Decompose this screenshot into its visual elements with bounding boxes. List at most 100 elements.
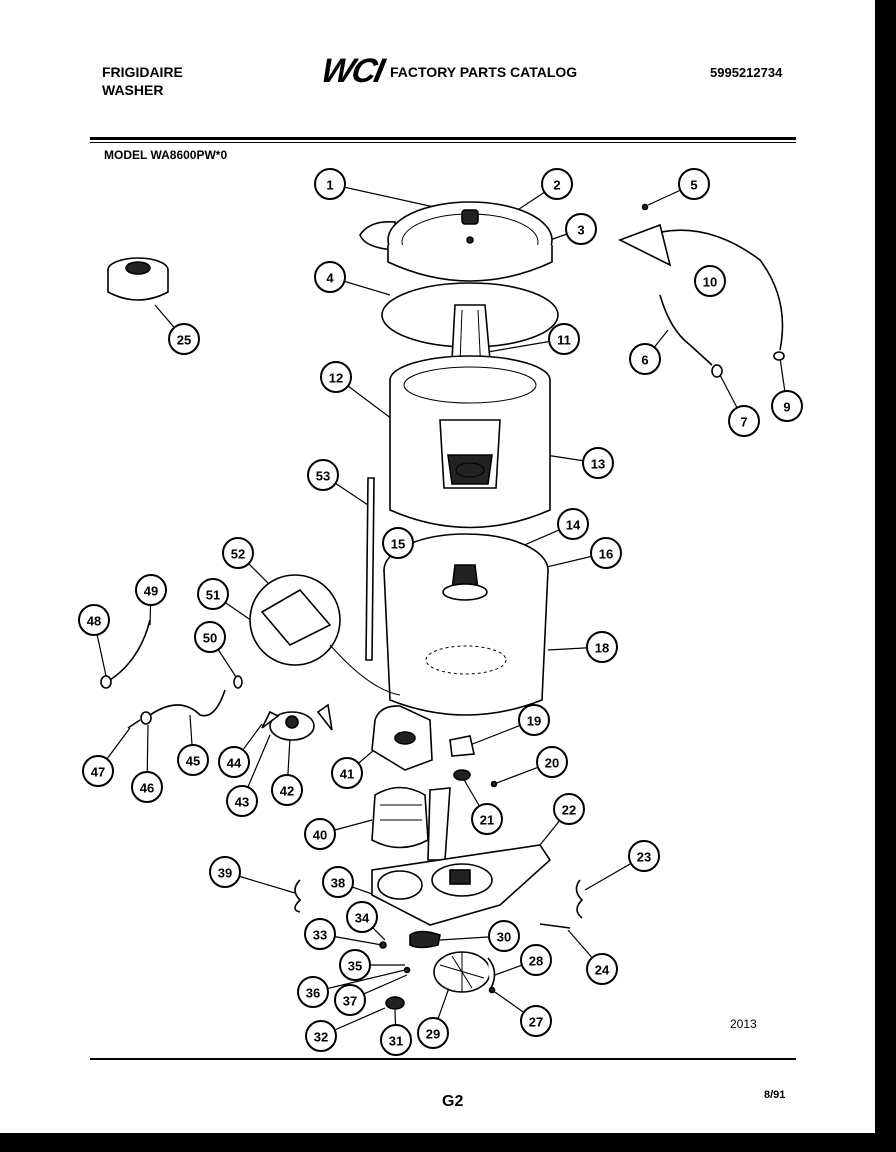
washer-ring-part	[773, 351, 785, 361]
callout-label: 42	[280, 784, 294, 799]
callout-label: 52	[231, 547, 245, 562]
callout-label: 25	[177, 333, 191, 348]
callout-circle	[307, 459, 339, 491]
callout-circle	[218, 746, 250, 778]
callout-29: 29	[417, 1017, 449, 1049]
switch-part	[449, 735, 475, 757]
callout-label: 13	[591, 457, 605, 472]
callout-label: 44	[227, 756, 242, 771]
callout-circle	[518, 704, 550, 736]
callout-label: 39	[218, 866, 232, 881]
callout-19: 19	[518, 704, 550, 736]
callout-39: 39	[209, 856, 241, 888]
callout-circle	[320, 361, 352, 393]
callout-13: 13	[582, 447, 614, 479]
callout-label: 14	[566, 518, 581, 533]
callout-label: 27	[529, 1015, 543, 1030]
callout-label: 24	[595, 963, 610, 978]
callout-label: 15	[391, 537, 405, 552]
callout-circle	[135, 574, 167, 606]
callout-label: 30	[497, 930, 511, 945]
callout-label: 9	[783, 400, 790, 415]
page-border-bottom	[0, 1133, 896, 1152]
callout-5: 5	[678, 168, 710, 200]
hose-clamp-part	[711, 364, 723, 378]
callout-circle	[334, 984, 366, 1016]
callout-circle	[678, 168, 710, 200]
callout-label: 4	[326, 271, 334, 286]
callout-circle	[471, 803, 503, 835]
callout-circle	[297, 976, 329, 1008]
callout-23: 23	[628, 840, 660, 872]
callout-43: 43	[226, 785, 258, 817]
callout-circle	[553, 793, 585, 825]
callout-circle	[209, 856, 241, 888]
base-plate-part	[371, 844, 552, 926]
page-border-right	[875, 0, 896, 1152]
callout-44: 44	[218, 746, 250, 778]
callout-4: 4	[314, 261, 346, 293]
callout-circle	[536, 746, 568, 778]
callout-label: 36	[306, 986, 320, 1001]
softener-dispenser-part	[107, 257, 169, 301]
callout-circle	[565, 213, 597, 245]
callout-circle	[590, 537, 622, 569]
callout-label: 37	[343, 994, 357, 1009]
callout-41: 41	[331, 757, 363, 789]
callout-label: 45	[186, 754, 200, 769]
callout-label: 23	[637, 850, 651, 865]
callout-34: 34	[346, 901, 378, 933]
callout-24: 24	[586, 953, 618, 985]
callout-label: 33	[313, 928, 327, 943]
callout-label: 10	[703, 275, 717, 290]
callout-circle	[346, 901, 378, 933]
callout-51: 51	[197, 578, 229, 610]
callout-label: 21	[480, 813, 494, 828]
callout-11: 11	[548, 323, 580, 355]
callout-circle	[380, 1024, 412, 1056]
clamp-47-part	[127, 719, 141, 729]
clutch-30-part	[409, 930, 441, 949]
callout-circle	[586, 953, 618, 985]
callout-circle	[226, 785, 258, 817]
callout-label: 28	[529, 954, 543, 969]
callout-circle	[304, 818, 336, 850]
callout-circle	[194, 621, 226, 653]
model-number: MODEL WA8600PW*0	[104, 148, 228, 162]
washer-37-part	[403, 966, 411, 974]
callout-35: 35	[339, 949, 371, 981]
callout-12: 12	[320, 361, 352, 393]
callout-52: 52	[222, 537, 254, 569]
pump-part	[261, 703, 333, 741]
bolt-33-part	[379, 941, 387, 949]
callout-circle	[520, 944, 552, 976]
callout-50: 50	[194, 621, 226, 653]
callout-6: 6	[629, 343, 661, 375]
callout-10: 10	[694, 265, 726, 297]
callout-27: 27	[520, 1005, 552, 1037]
appliance-type: WASHER	[102, 82, 164, 98]
callout-circle	[582, 447, 614, 479]
callout-label: 18	[595, 641, 609, 656]
callout-36: 36	[297, 976, 329, 1008]
parts-artwork	[100, 201, 785, 1010]
brand-block: FRIGIDAIRE WASHER	[102, 63, 183, 99]
callout-label: 31	[389, 1034, 403, 1049]
callout-circle	[322, 866, 354, 898]
washer-21-part	[453, 769, 471, 781]
callout-14: 14	[557, 508, 589, 540]
callout-3: 3	[565, 213, 597, 245]
hose-bracket-part	[618, 223, 672, 267]
screw-20-part	[490, 780, 498, 788]
pulley-part	[433, 951, 496, 993]
callout-20: 20	[536, 746, 568, 778]
callout-label: 11	[557, 333, 571, 348]
callout-25: 25	[168, 323, 200, 355]
callout-circle	[548, 323, 580, 355]
callout-circle	[382, 527, 414, 559]
callout-circle	[197, 578, 229, 610]
callout-label: 6	[641, 353, 648, 368]
callout-label: 12	[329, 371, 343, 386]
callout-label: 49	[144, 584, 158, 599]
